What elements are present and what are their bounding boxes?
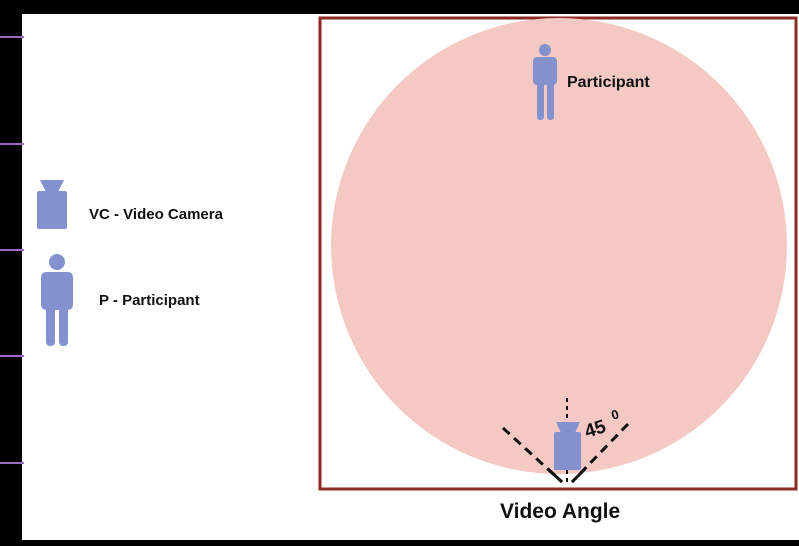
margin-tick xyxy=(0,355,24,357)
legend-video-camera-icon xyxy=(37,180,67,229)
coverage-circle xyxy=(331,18,787,474)
participant-person-icon xyxy=(533,44,557,120)
diagram-caption: Video Angle xyxy=(500,500,621,523)
legend-person-icon xyxy=(41,254,73,346)
margin-tick xyxy=(0,462,24,464)
angle-degree: 0 xyxy=(609,406,621,423)
margin-tick xyxy=(0,36,24,38)
margin-tick xyxy=(0,143,24,145)
margin-tick xyxy=(0,249,24,251)
participant-label: Participant xyxy=(567,74,650,91)
field-video-camera-icon xyxy=(554,422,581,470)
angle-line-overlay xyxy=(570,467,587,484)
legend-camera-label: VC - Video Camera xyxy=(89,206,223,223)
angle-line-overlay xyxy=(546,467,564,484)
legend-participant-label: P - Participant xyxy=(99,292,200,309)
